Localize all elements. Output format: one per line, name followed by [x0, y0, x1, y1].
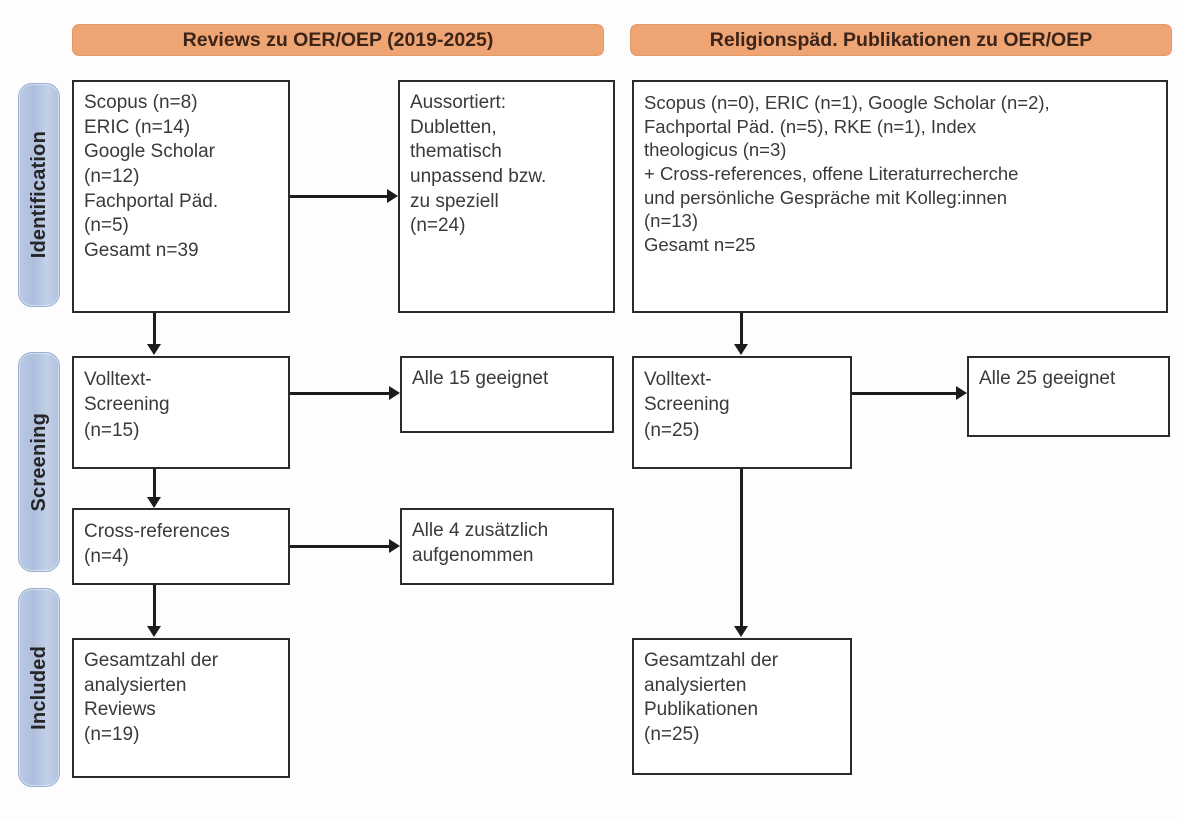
box-right-included-total-text: Gesamtzahl der analysierten Publikatione…: [644, 650, 779, 746]
box-left-crossrefs: Cross-references (n=4): [72, 508, 290, 585]
box-right-fulltext-result-text: Alle 25 geeignet: [979, 368, 1116, 389]
box-right-fulltext-screening: Volltext- Screening (n=25): [632, 356, 852, 469]
box-left-included-total-text: Gesamtzahl der analysierten Reviews (n=1…: [84, 650, 219, 746]
connector-right-fulltext-to-included: [740, 469, 743, 627]
phase-pill-included: Included: [18, 588, 60, 787]
box-left-crossrefs-result-text: Alle 4 zusätzlich aufgenommen: [412, 520, 549, 566]
connector-left-sources-to-excluded: [290, 195, 387, 198]
box-left-fulltext-screening: Volltext- Screening (n=15): [72, 356, 290, 469]
phase-label-included: Included: [27, 645, 50, 730]
arrowhead-right-fulltext-to-result: [956, 386, 967, 400]
connector-left-crossrefs-to-result: [290, 545, 389, 548]
box-left-sources: Scopus (n=8) ERIC (n=14) Google Scholar …: [72, 80, 290, 313]
box-right-fulltext-result: Alle 25 geeignet: [967, 356, 1170, 437]
box-left-excluded: Aussortiert: Dubletten, thematisch unpas…: [398, 80, 615, 313]
connector-left-fulltext-to-result: [290, 392, 389, 395]
phase-pill-screening: Screening: [18, 352, 60, 572]
column-header-reviews-label: Reviews zu OER/OEP (2019-2025): [182, 28, 494, 51]
box-right-sources-text: Scopus (n=0), ERIC (n=1), Google Scholar…: [644, 92, 1050, 256]
arrowhead-left-crossrefs-to-included: [147, 626, 161, 637]
box-right-included-total: Gesamtzahl der analysierten Publikatione…: [632, 638, 852, 775]
column-header-religionspaed: Religionspäd. Publikationen zu OER/OEP: [630, 24, 1172, 56]
connector-left-fulltext-to-crossrefs: [153, 469, 156, 498]
box-left-fulltext-screening-text: Volltext- Screening (n=15): [84, 369, 170, 441]
arrowhead-left-fulltext-to-result: [389, 386, 400, 400]
arrowhead-left-sources-to-excluded: [387, 189, 398, 203]
arrowhead-right-sources-to-fulltext: [734, 344, 748, 355]
connector-right-sources-to-fulltext: [740, 313, 743, 345]
connector-right-fulltext-to-result: [852, 392, 956, 395]
box-right-fulltext-screening-text: Volltext- Screening (n=25): [644, 369, 730, 441]
box-left-included-total: Gesamtzahl der analysierten Reviews (n=1…: [72, 638, 290, 778]
phase-pill-identification: Identification: [18, 83, 60, 307]
connector-left-sources-to-fulltext: [153, 313, 156, 345]
phase-label-identification: Identification: [27, 131, 50, 259]
phase-label-screening: Screening: [27, 412, 50, 512]
connector-left-crossrefs-to-included: [153, 585, 156, 627]
box-left-excluded-text: Aussortiert: Dubletten, thematisch unpas…: [410, 92, 547, 237]
arrowhead-left-fulltext-to-crossrefs: [147, 497, 161, 508]
box-left-crossrefs-text: Cross-references (n=4): [84, 521, 230, 568]
arrowhead-left-crossrefs-to-result: [389, 539, 400, 553]
box-left-fulltext-result-text: Alle 15 geeignet: [412, 368, 549, 389]
box-left-fulltext-result: Alle 15 geeignet: [400, 356, 614, 433]
box-right-sources: Scopus (n=0), ERIC (n=1), Google Scholar…: [632, 80, 1168, 313]
arrowhead-left-sources-to-fulltext: [147, 344, 161, 355]
box-left-crossrefs-result: Alle 4 zusätzlich aufgenommen: [400, 508, 614, 585]
column-header-reviews: Reviews zu OER/OEP (2019-2025): [72, 24, 604, 56]
column-header-religionspaed-label: Religionspäd. Publikationen zu OER/OEP: [709, 28, 1093, 51]
arrowhead-right-fulltext-to-included: [734, 626, 748, 637]
box-left-sources-text: Scopus (n=8) ERIC (n=14) Google Scholar …: [84, 92, 219, 262]
